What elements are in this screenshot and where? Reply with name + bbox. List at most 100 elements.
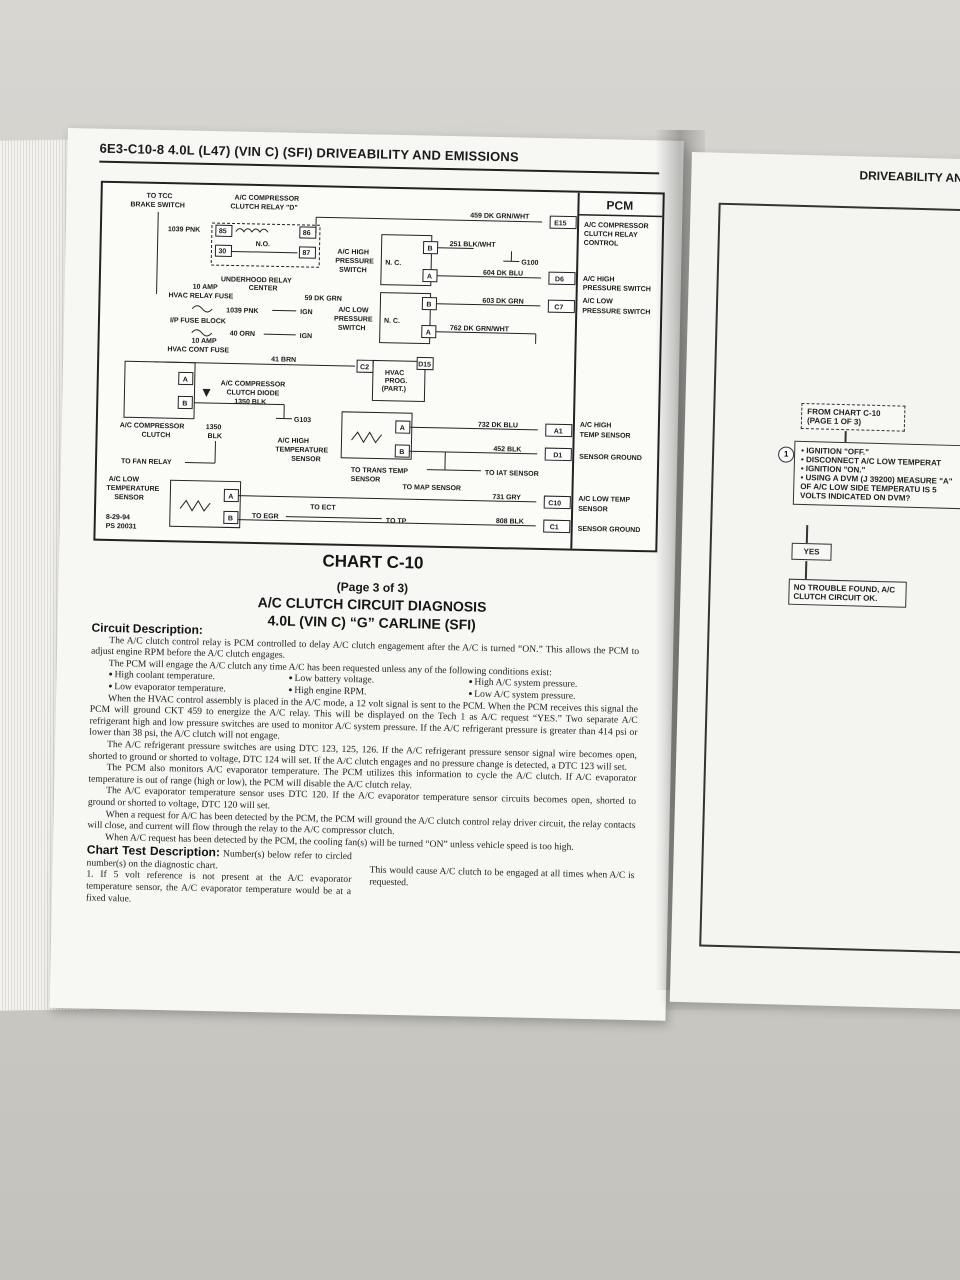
diode-2: CLUTCH DIODE: [226, 389, 279, 397]
page-header: 6E3-C10-8 4.0L (L47) (VIN C) (SFI) DRIVE…: [99, 140, 520, 165]
yes-box: YES: [791, 542, 832, 561]
pcm-label: PCM: [606, 198, 633, 213]
diagram-ps: PS 20031: [106, 523, 137, 531]
a1-desc-2: TEMP SENSOR: [580, 432, 631, 440]
lo-temp-1: A/C LOW: [109, 476, 140, 484]
d6-desc-1: A/C HIGH: [583, 276, 615, 284]
pin-b-lo: B: [426, 302, 431, 309]
wire-1350b: 1350: [206, 424, 222, 431]
step-line: USING A DVM (J 39200) MEASURE "A" OF A/C…: [800, 473, 960, 504]
wiring-diagram: PCM TO TCC BRAKE SWITCH A/C COMPRESSOR C…: [93, 180, 665, 553]
hi-sw-1: A/C HIGH: [337, 249, 369, 257]
ign-2: IGN: [300, 333, 313, 340]
hvac-prog-2: PROG.: [385, 378, 408, 385]
label-relay-2: CLUTCH RELAY "D": [230, 203, 297, 211]
to-iat: TO IAT SENSOR: [485, 470, 539, 478]
chart-title: CHART C-10: [322, 551, 424, 573]
pin-86: 86: [303, 230, 311, 237]
hi-temp-2: TEMPERATURE: [275, 446, 328, 454]
wiring-diagram-svg: PCM TO TCC BRAKE SWITCH A/C COMPRESSOR C…: [106, 193, 663, 549]
from-chart-line-2: (PAGE 1 OF 3): [806, 416, 862, 427]
wire-1350: 1350 BLK: [234, 399, 266, 407]
test-step-1: 1. If 5 volt reference is not present at…: [85, 869, 352, 905]
c1-desc: SENSOR GROUND: [578, 526, 641, 534]
hi-temp-1: A/C HIGH: [277, 437, 309, 445]
pin-30: 30: [218, 248, 226, 255]
right-page-header: DRIVEABILITY AN: [859, 168, 960, 186]
wire-731: 731 GRY: [492, 494, 521, 502]
pin-a1: A1: [554, 428, 563, 435]
flowchart-frame: [699, 202, 960, 955]
lo-sw-1: A/C LOW: [338, 307, 369, 315]
step-box: IGNITION "OFF." DISCONNECT A/C LOW TEMPE…: [792, 440, 960, 510]
pin-a-hi: A: [427, 274, 432, 281]
label-underhood-1: UNDERHOOD RELAY: [221, 276, 292, 284]
a1-desc-1: A/C HIGH: [580, 422, 612, 430]
pin-b-hi: B: [427, 246, 432, 253]
label-no: N.O.: [256, 241, 271, 248]
label-relay-1: A/C COMPRESSOR: [234, 195, 299, 203]
hi-sw-2: PRESSURE: [335, 258, 374, 266]
pin-b-clutch: B: [182, 400, 187, 407]
wire-808: 808 BLK: [496, 518, 524, 526]
label-underhood-2: CENTER: [249, 285, 278, 293]
lo-temp-3: SENSOR: [114, 494, 144, 502]
nc-1: N. C.: [385, 260, 401, 267]
d1-desc: SENSOR GROUND: [579, 454, 642, 462]
wire-40: 40 ORN: [230, 330, 255, 338]
label-brake-switch: BRAKE SWITCH: [130, 201, 185, 209]
to-map: TO MAP SENSOR: [402, 484, 461, 492]
wire-1039b: 1039 PNK: [226, 307, 258, 315]
pin-d6: D6: [555, 276, 564, 283]
label-fuse-10a-2: 10 AMP: [191, 338, 216, 346]
nc-2: N. C.: [384, 318, 400, 325]
c10-desc-1: A/C LOW TEMP: [578, 496, 630, 504]
to-trans-2: SENSOR: [351, 476, 381, 484]
wire-1039: 1039 PNK: [168, 226, 200, 234]
hi-sw-3: SWITCH: [339, 267, 367, 275]
c10-desc-2: SENSOR: [578, 506, 608, 514]
label-fuse-10a: 10 AMP: [193, 284, 218, 292]
wire-732: 732 DK BLU: [478, 422, 518, 430]
circuit-description: Circuit Description: The A/C clutch cont…: [85, 621, 640, 916]
diagram-date: 8-29-94: [106, 514, 130, 522]
right-page: DRIVEABILITY AN FROM CHART C-10 (PAGE 1 …: [669, 152, 960, 1010]
to-fan: TO FAN RELAY: [121, 458, 172, 466]
wire-459: 459 DK GRN/WHT: [470, 212, 530, 220]
lo-sw-2: PRESSURE: [334, 316, 373, 324]
wire-59: 59 DK GRN: [304, 295, 341, 303]
pin-c7: C7: [554, 304, 563, 311]
hvac-prog-1: HVAC: [385, 370, 404, 377]
label-hvac-relay-fuse: HVAC RELAY FUSE: [168, 292, 233, 300]
label-to-tcc: TO TCC: [147, 193, 173, 201]
pin-e15: E15: [554, 220, 567, 227]
clutch-2: CLUTCH: [142, 432, 171, 440]
g103: G103: [294, 417, 311, 424]
d6-desc-2: PRESSURE SWITCH: [583, 285, 651, 293]
pin-b-hitemp: B: [399, 449, 404, 456]
to-egr: TO EGR: [252, 513, 279, 521]
header-rule: [99, 160, 660, 175]
wire-604: 604 DK BLU: [483, 270, 523, 278]
pin-a-hitemp: A: [400, 425, 405, 432]
clutch-1: A/C COMPRESSOR: [120, 422, 185, 430]
to-tp: TO TP: [386, 518, 407, 525]
pin-c10: C10: [548, 500, 561, 507]
hi-temp-3: SENSOR: [291, 456, 321, 464]
e15-desc-3: CONTROL: [584, 240, 619, 248]
c7-desc-2: PRESSURE SWITCH: [582, 308, 650, 316]
label-hvac-cont-fuse: HVAC CONT FUSE: [167, 346, 229, 354]
pin-b-lotemp: B: [228, 515, 233, 522]
pin-a-lotemp: A: [228, 493, 233, 500]
result-box: NO TROUBLE FOUND, A/C CLUTCH CIRCUIT OK.: [788, 578, 907, 608]
pin-d15: D15: [418, 361, 431, 368]
pin-87: 87: [302, 250, 310, 257]
chart-test-description: Chart Test Description: Number(s) below …: [85, 843, 635, 915]
pin-a-lo: A: [426, 330, 431, 337]
wire-41: 41 BRN: [271, 356, 296, 364]
c7-desc-1: A/C LOW: [582, 298, 613, 306]
flow-connector: [844, 431, 847, 443]
lo-temp-2: TEMPERATURE: [106, 485, 159, 493]
e15-desc-1: A/C COMPRESSOR: [584, 222, 649, 230]
e15-desc-2: CLUTCH RELAY: [584, 231, 638, 239]
